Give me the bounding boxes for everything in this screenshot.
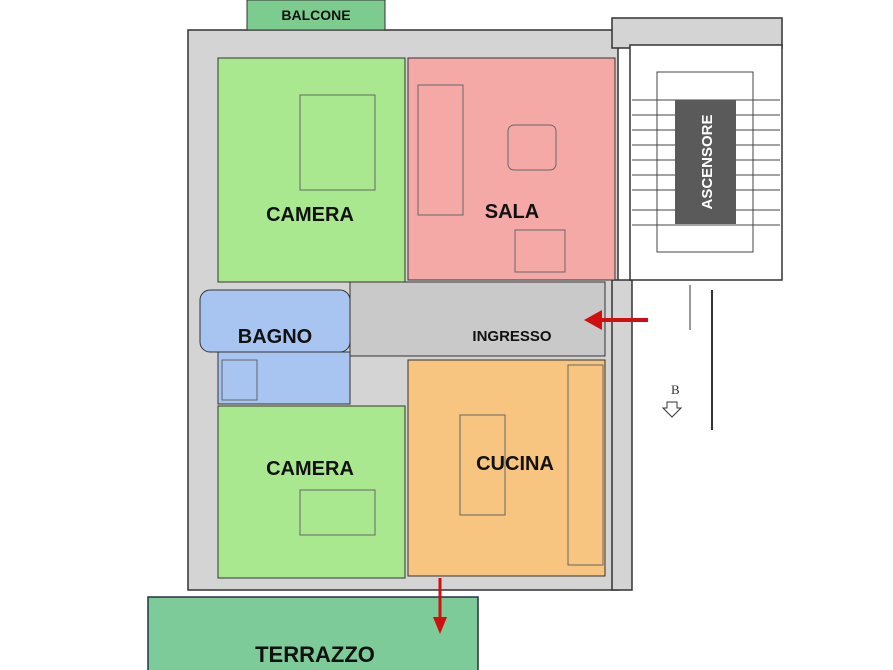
terrace-exit-arrow-icon bbox=[433, 578, 447, 634]
label-camera-bottom: CAMERA bbox=[266, 458, 354, 480]
label-terrazzo: TERRAZZO bbox=[255, 642, 375, 667]
elevator-label: ASCENSORE bbox=[699, 114, 716, 209]
elevator bbox=[675, 100, 736, 224]
room-camera-bottom bbox=[217, 405, 406, 579]
stairwell: ASCENSORE B bbox=[629, 44, 783, 430]
room-bagno-lower bbox=[217, 351, 351, 405]
door-b-label: B bbox=[671, 382, 680, 397]
label-ingresso: INGRESSO bbox=[472, 328, 552, 345]
room-balcone bbox=[246, 0, 386, 31]
room-terrazzo bbox=[147, 596, 479, 670]
label-cucina: CUCINA bbox=[476, 453, 554, 475]
room-cucina bbox=[407, 359, 606, 577]
label-bagno: BAGNO bbox=[238, 326, 312, 348]
down-arrow-icon bbox=[661, 401, 683, 418]
room-ingresso bbox=[349, 281, 606, 357]
label-camera-top: CAMERA bbox=[266, 204, 354, 226]
furniture bbox=[221, 84, 604, 566]
label-balcone: BALCONE bbox=[281, 7, 350, 23]
entrance-arrow-icon bbox=[584, 310, 648, 330]
label-sala: SALA bbox=[485, 201, 539, 223]
room-camera-top bbox=[217, 57, 406, 283]
